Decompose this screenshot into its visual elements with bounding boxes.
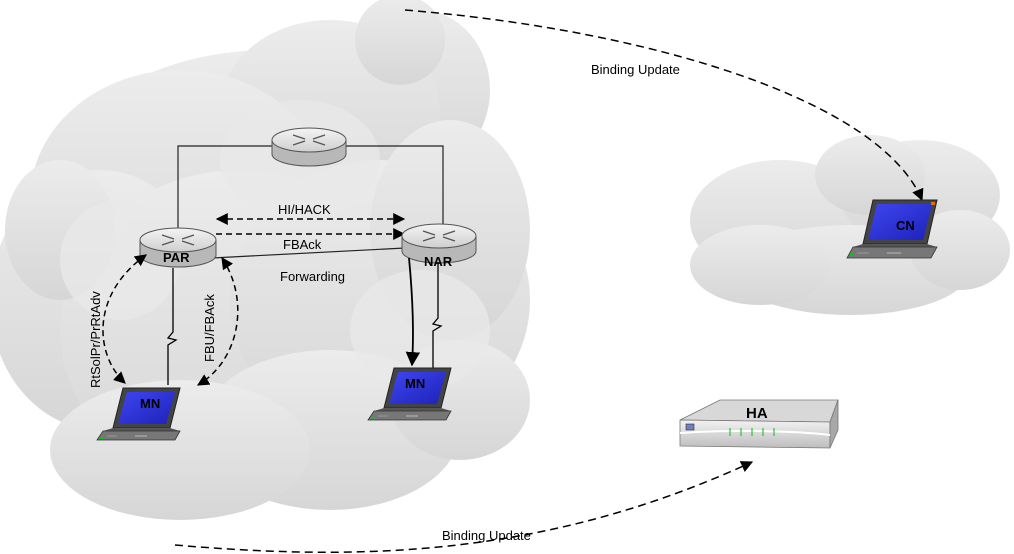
mn-left-label: MN: [140, 396, 160, 411]
laptop-icon: [96, 387, 181, 441]
fback-label: FBAck: [283, 237, 322, 252]
binding-update-top-label: Binding Update: [591, 62, 680, 77]
network-device-icon: [679, 399, 839, 449]
nar-label: NAR: [424, 254, 453, 269]
laptop-icon: [846, 199, 938, 259]
binding-update-bottom-label: Binding Update: [442, 528, 531, 543]
router-icon: [401, 223, 477, 264]
mn-right-label: MN: [405, 376, 425, 391]
hi-hack-label: HI/HACK: [278, 202, 331, 217]
binding-update-top-arrow: [404, 9, 924, 202]
cloud-cn: [690, 135, 1010, 315]
router-icon: [271, 127, 347, 167]
par-label: PAR: [163, 250, 190, 265]
binding-update-bottom-arrow: [174, 461, 754, 553]
wireless-link: [431, 262, 443, 370]
nar-forward-arrow: [405, 257, 421, 367]
cn-label: CN: [896, 218, 915, 233]
forwarding-label: Forwarding: [280, 269, 345, 284]
laptop-icon: [367, 367, 452, 421]
rtsolpr-label: RtSolPr/PrRtAdv: [88, 291, 103, 388]
wireless-link: [166, 268, 178, 385]
router-links: [177, 145, 444, 259]
fbu-fback-label: FBU/FBAck: [202, 294, 217, 362]
rtsolpr-arrow: [102, 254, 147, 384]
fbu-fback-arrow: [196, 257, 239, 386]
ha-label: HA: [746, 405, 768, 422]
